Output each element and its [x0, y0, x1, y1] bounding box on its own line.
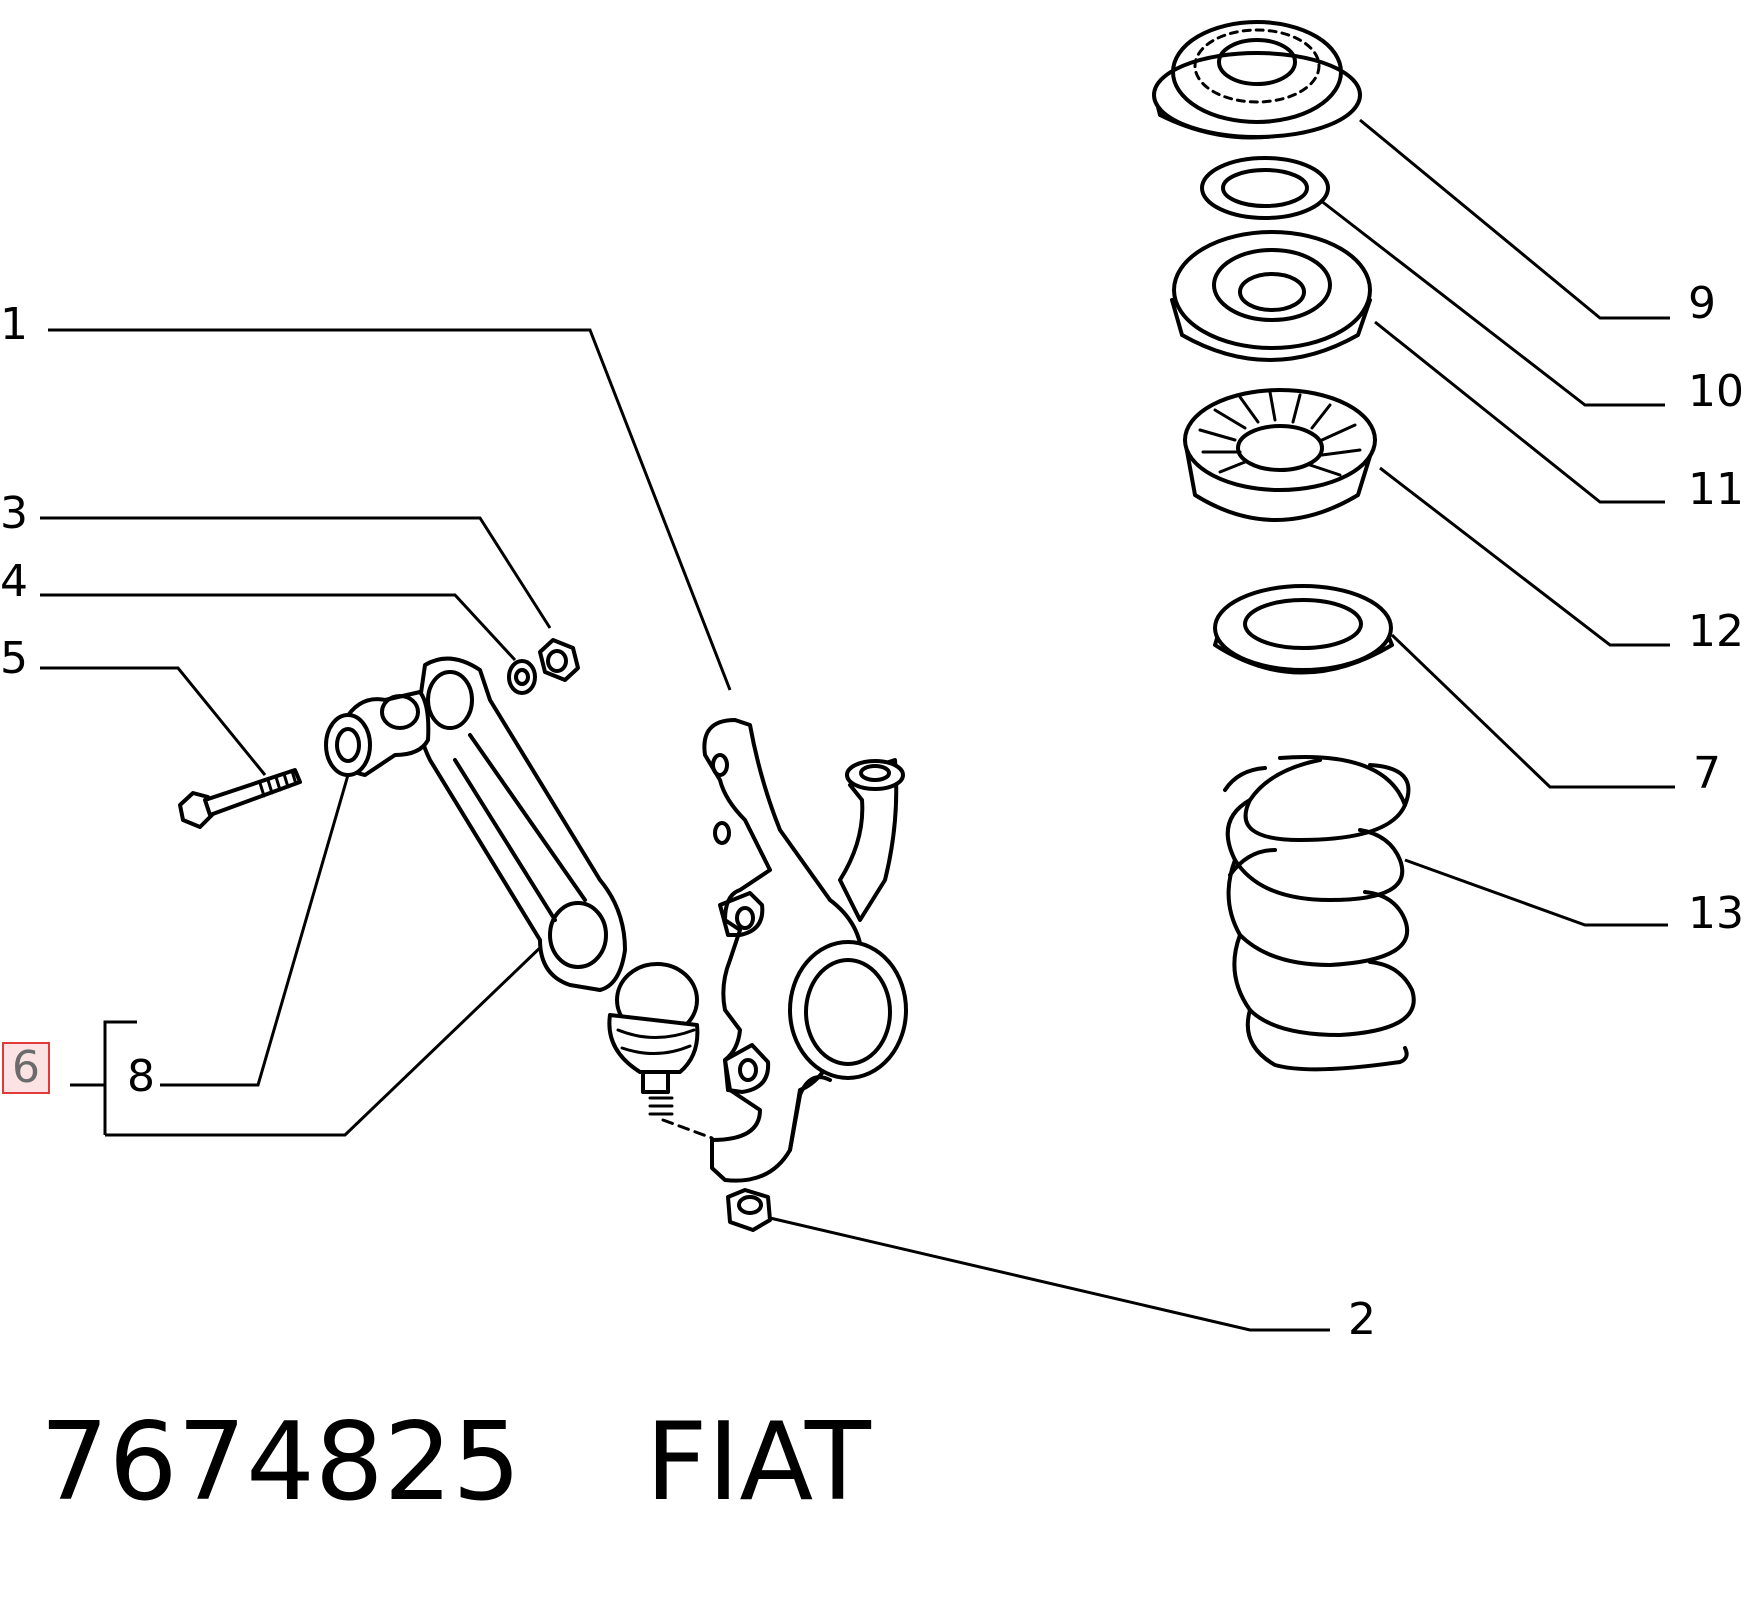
part-caption: 7674825 FIAT — [40, 1400, 871, 1525]
bolt-part-5 — [178, 768, 302, 829]
callout-3: 3 — [0, 488, 28, 539]
isolator-part-12 — [1183, 388, 1377, 522]
strut-mount-part-9 — [1152, 20, 1362, 140]
callout-5: 5 — [0, 633, 28, 684]
ball-joint — [607, 962, 714, 1140]
leader-7 — [1390, 633, 1675, 789]
callout-6-highlighted: 6 — [2, 1042, 50, 1094]
steering-knuckle-part-1 — [702, 718, 908, 1183]
bushing — [324, 690, 431, 777]
leader-10 — [1319, 198, 1665, 407]
leader-3 — [40, 516, 552, 629]
leader-4 — [40, 593, 517, 662]
callout-7: 7 — [1693, 748, 1721, 799]
callout-1: 1 — [0, 299, 28, 350]
leader-11 — [1374, 320, 1665, 504]
ring-part-10 — [1200, 156, 1330, 220]
leader-9 — [1359, 118, 1670, 320]
callout-4: 4 — [0, 556, 28, 607]
callout-12: 12 — [1688, 606, 1744, 657]
callout-11: 11 — [1688, 464, 1744, 515]
callout-8: 8 — [127, 1051, 155, 1102]
leader-2 — [769, 1216, 1330, 1332]
nut-part-3 — [538, 638, 580, 682]
callout-10: 10 — [1688, 366, 1744, 417]
callout-13: 13 — [1688, 888, 1744, 939]
lower-seat-part-7 — [1213, 584, 1394, 675]
leader-8a — [160, 774, 350, 1087]
bracket-6-8 — [103, 1020, 137, 1135]
callout-2: 2 — [1348, 1294, 1376, 1345]
washer-part-4 — [507, 659, 537, 695]
nut-part-2 — [726, 1188, 772, 1232]
control-arm-part-8 — [416, 656, 627, 992]
spring-seat-part-11 — [1170, 230, 1372, 362]
callout-9: 9 — [1688, 278, 1716, 329]
part-number: 7674825 — [40, 1400, 521, 1525]
brand-name: FIAT — [645, 1400, 871, 1525]
leader-1 — [48, 328, 732, 691]
coil-spring-part-13 — [1223, 755, 1416, 1072]
leader-5 — [40, 666, 267, 776]
leader-13 — [1404, 858, 1668, 927]
leader-8b — [105, 941, 547, 1137]
leader-12 — [1379, 466, 1670, 647]
leader-lines — [40, 118, 1675, 1332]
